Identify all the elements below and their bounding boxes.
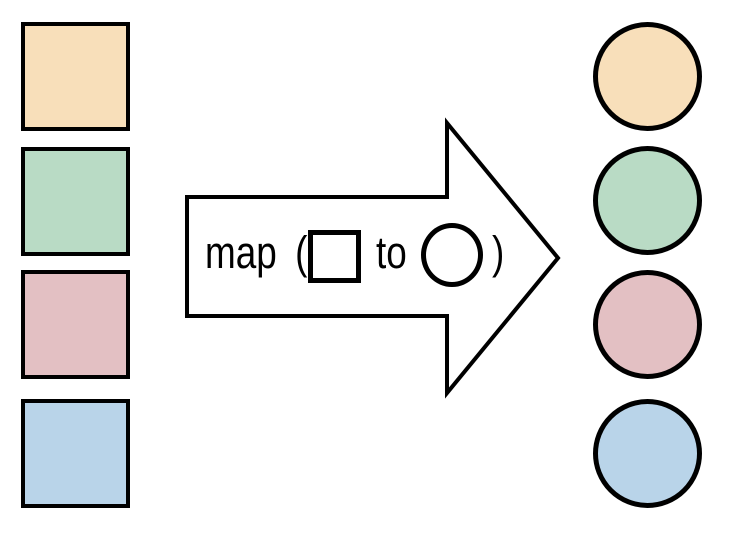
output-circle-green [593, 146, 702, 255]
map-label-suffix: ) [492, 227, 505, 278]
input-square-pink [21, 270, 130, 379]
map-label-connector: to [376, 227, 407, 278]
output-circle-tan [593, 22, 702, 131]
circle-outline-icon [421, 223, 483, 287]
output-circle-blue [593, 399, 702, 508]
map-label-prefix: map ( [205, 227, 308, 278]
input-square-green [21, 147, 130, 256]
input-square-tan [21, 22, 130, 131]
square-outline-icon [308, 230, 361, 283]
output-circle-pink [593, 270, 702, 379]
input-square-blue [21, 399, 130, 508]
